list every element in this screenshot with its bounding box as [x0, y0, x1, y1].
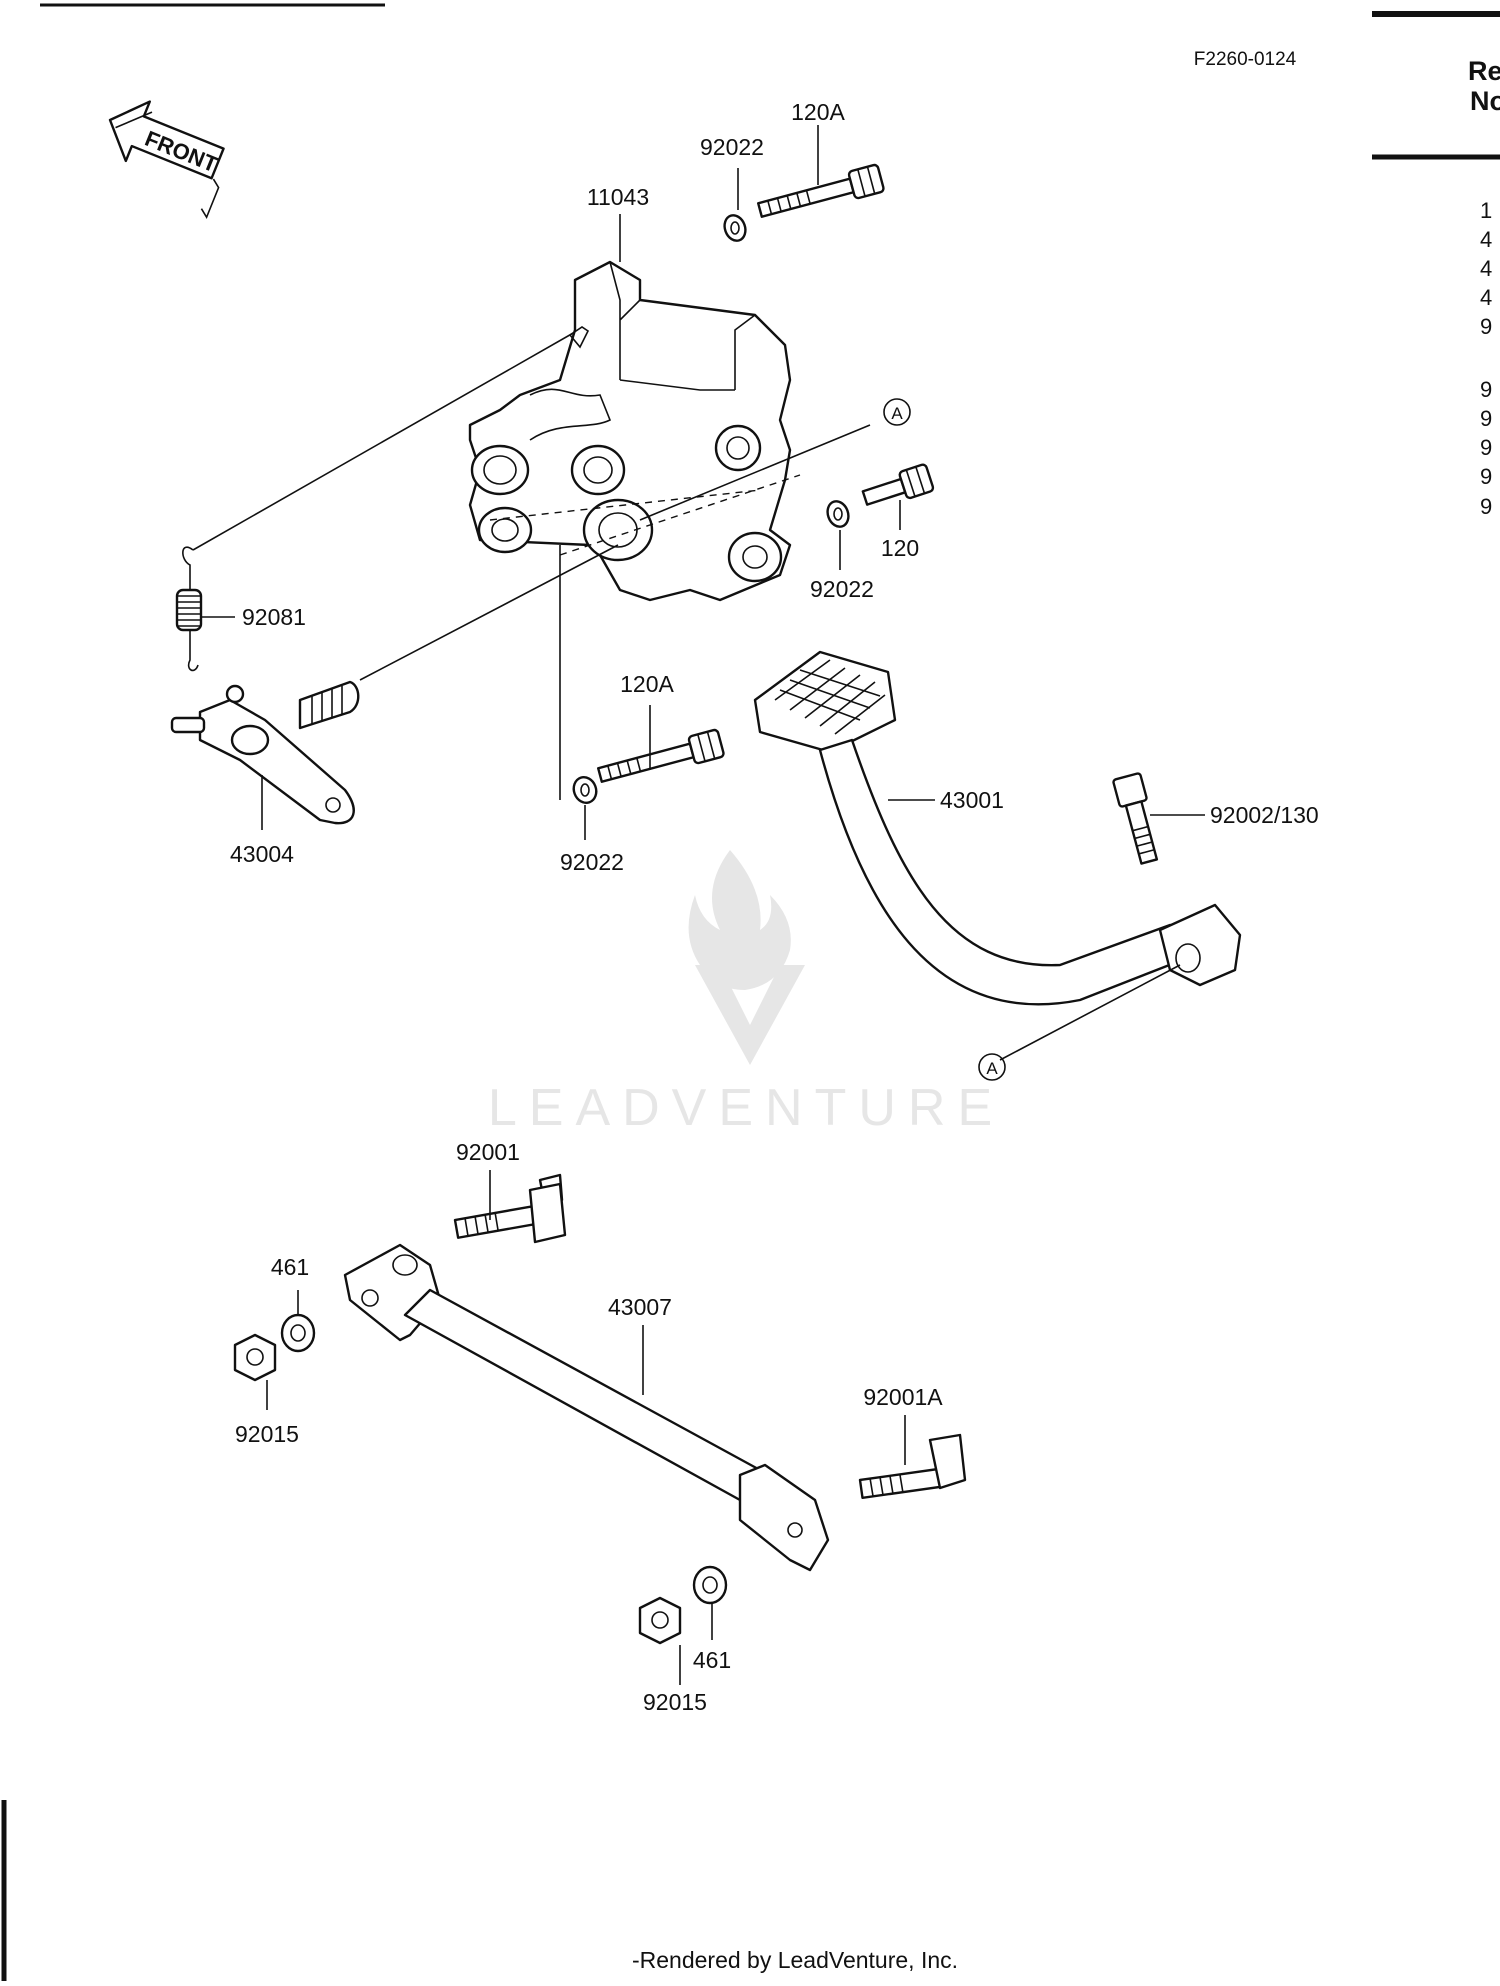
ref-row: 9 [1480, 464, 1492, 489]
reference-marker-a-top: A [883, 398, 911, 426]
callout-43004: 43004 [230, 841, 294, 867]
ref-header-line-1: Re [1468, 56, 1500, 86]
marker-a-label: A [891, 404, 903, 423]
part-92022-washer-right [826, 500, 850, 528]
callout-92015-left: 92015 [235, 1421, 299, 1447]
pivot-bore [582, 498, 654, 562]
ref-row: 1 [1480, 198, 1492, 223]
footer-credit: -Rendered by LeadVenture, Inc. [632, 1947, 958, 1973]
callouts: 120A 92022 11043 A 120 92022 92081 120A … [230, 99, 1319, 1715]
ref-header-line-2: No [1470, 86, 1500, 116]
marker-a-label: A [986, 1059, 998, 1078]
ref-row: 9 [1480, 435, 1492, 460]
ref-row: 4 [1480, 285, 1492, 310]
callout-92022-right: 92022 [810, 576, 874, 602]
part-92081-spring [175, 546, 203, 672]
part-120A-bolt-mid [596, 728, 725, 783]
callout-120: 120 [881, 535, 919, 561]
callout-43001: 43001 [940, 787, 1004, 813]
ref-row: 9 [1480, 494, 1492, 519]
part-461-washer-bottom [692, 1565, 728, 1605]
callout-461-left: 461 [271, 1254, 309, 1280]
part-92002-130-bolt [1112, 772, 1159, 865]
callout-92081: 92081 [242, 604, 306, 630]
callout-leaders [201, 125, 1205, 1685]
part-92001-t-bolt [453, 1173, 567, 1244]
part-11043-bracket [468, 260, 792, 602]
callout-92001A: 92001A [863, 1384, 943, 1410]
part-43001-brake-pedal [753, 650, 1242, 1006]
part-92022-washer-top [723, 214, 747, 242]
front-direction-arrow-icon: FRONT [108, 100, 225, 220]
callout-92022-top: 92022 [700, 134, 764, 160]
leadventure-watermark: LEADVENTURE [488, 850, 1004, 1137]
ref-row: 9 [1480, 406, 1492, 431]
ref-row: 9 [1480, 314, 1492, 339]
callout-92001: 92001 [456, 1139, 520, 1165]
leader-line [999, 964, 1181, 1061]
callout-461-bottom: 461 [693, 1647, 731, 1673]
part-43004-brake-shaft-arm [170, 680, 360, 825]
watermark-text: LEADVENTURE [488, 1079, 1004, 1137]
part-120-bolt [861, 463, 935, 506]
leader-line [639, 424, 871, 521]
part-92015-nut-bottom [638, 1596, 682, 1645]
callout-43007: 43007 [608, 1294, 672, 1320]
bracket-boss [470, 444, 530, 496]
bracket-boss [570, 444, 626, 496]
callout-120A-mid: 120A [620, 671, 674, 697]
part-461-washer-left [280, 1313, 316, 1353]
hidden-lines [489, 474, 801, 556]
leader-line [192, 331, 576, 551]
watermark-flame-icon [688, 850, 791, 990]
callout-92015-bottom: 92015 [643, 1689, 707, 1715]
part-92001A-t-bolt [858, 1433, 967, 1500]
callout-120A-top: 120A [791, 99, 845, 125]
diagram-code: F2260-0124 [1194, 49, 1297, 70]
callout-92002-130: 92002/130 [1210, 802, 1319, 828]
bracket-boss [477, 506, 533, 554]
watermark-v-icon [695, 965, 805, 1065]
reference-marker-a-bottom: A [978, 1053, 1006, 1081]
bracket-boss [727, 531, 783, 583]
ref-row: 9 [1480, 377, 1492, 402]
ref-row: 4 [1480, 227, 1492, 252]
part-92015-nut-left [233, 1333, 277, 1382]
ref-row: 4 [1480, 256, 1492, 281]
bracket-boss [714, 424, 762, 472]
leader-line [359, 544, 619, 681]
part-120A-bolt-top [756, 163, 885, 218]
callout-92022-mid: 92022 [560, 849, 624, 875]
callout-11043: 11043 [587, 184, 649, 210]
part-92022-washer-mid [572, 776, 598, 804]
reference-table: Re No 1 4 4 4 9 9 9 9 9 9 [1468, 56, 1500, 519]
part-43007-brake-rod [343, 1243, 830, 1572]
